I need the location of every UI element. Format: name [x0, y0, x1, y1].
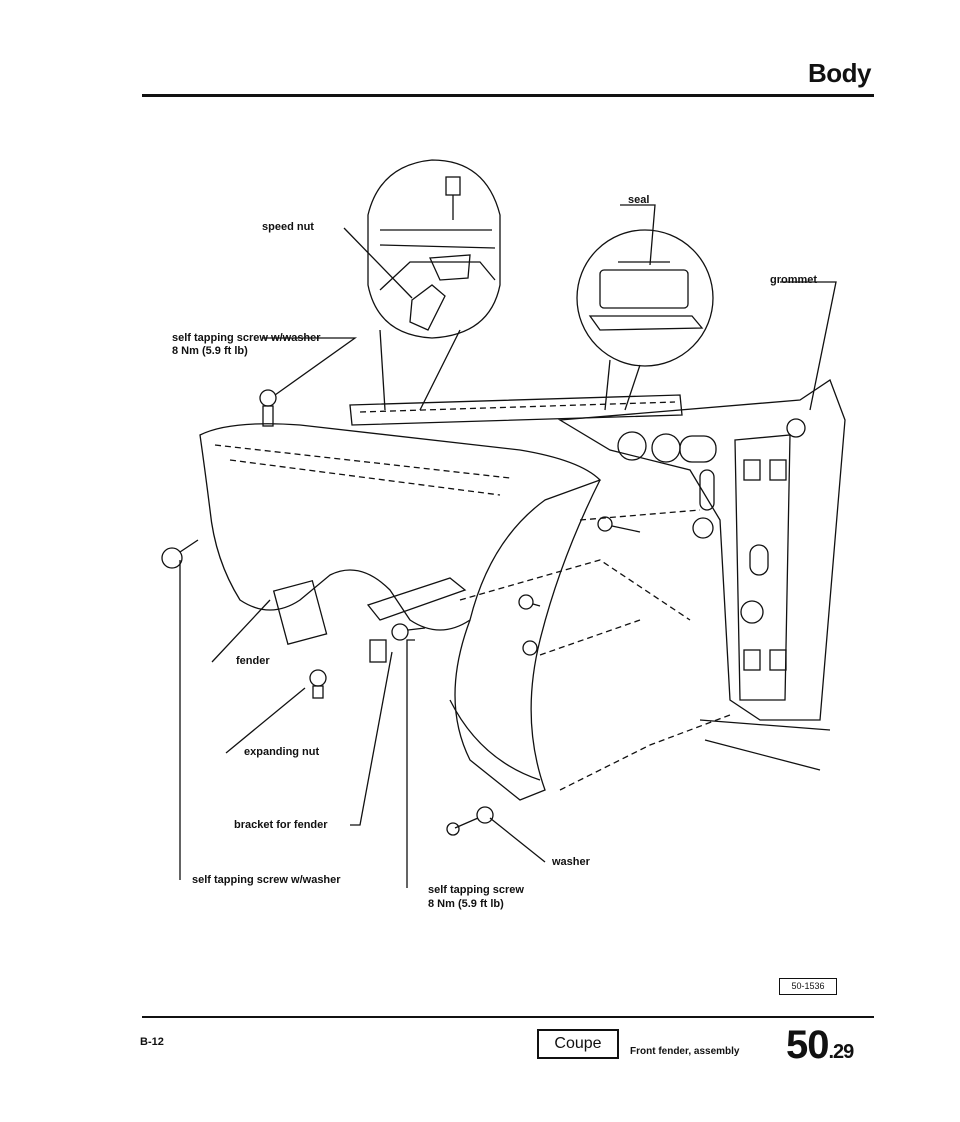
screw-side-1: [597, 516, 641, 533]
expanding-nut: [369, 639, 387, 663]
section-title: Body: [808, 58, 872, 88]
label-speed-nut: speed nut: [262, 221, 314, 233]
label-screw-top: self tapping screw w/washer: [172, 332, 321, 344]
figure-reference: 50-1536: [779, 978, 837, 995]
label-screw-bottom: self tapping screw: [428, 884, 524, 896]
screw-left: [161, 539, 199, 569]
model-badge: Coupe: [537, 1029, 619, 1059]
section-minor: .29: [828, 1041, 855, 1063]
screw-side-2: [518, 594, 541, 610]
page-number: B-12: [140, 1036, 164, 1048]
seal-detail-circle: [576, 229, 714, 367]
footer-rule: [142, 1016, 874, 1018]
section-major: 50: [786, 1023, 829, 1067]
label-screw-bottom-torque: 8 Nm (5.9 ft lb): [428, 898, 504, 910]
screw-side-3: [522, 640, 538, 656]
figure-caption: Front fender, assembly: [630, 1046, 740, 1057]
fender-body: [199, 423, 602, 801]
vehicle-body-structure: [557, 379, 846, 771]
header-rule: [142, 94, 874, 97]
label-fender: fender: [236, 655, 270, 667]
label-expanding-nut: expanding nut: [244, 746, 320, 758]
label-grommet: grommet: [770, 274, 818, 286]
screw-nut-lower: [309, 669, 327, 699]
speed-nut-detail-circle: [367, 159, 501, 339]
label-seal: seal: [628, 194, 650, 206]
label-screw-left: self tapping screw w/washer: [192, 874, 341, 886]
label-washer: washer: [552, 856, 590, 868]
section-number: 50.29: [786, 1023, 855, 1068]
screw-top: [259, 389, 277, 427]
screw-bracket: [391, 623, 426, 641]
label-screw-top-torque: 8 Nm (5.9 ft lb): [172, 345, 248, 357]
screw-washer: [446, 806, 494, 836]
label-bracket: bracket for fender: [234, 819, 328, 831]
